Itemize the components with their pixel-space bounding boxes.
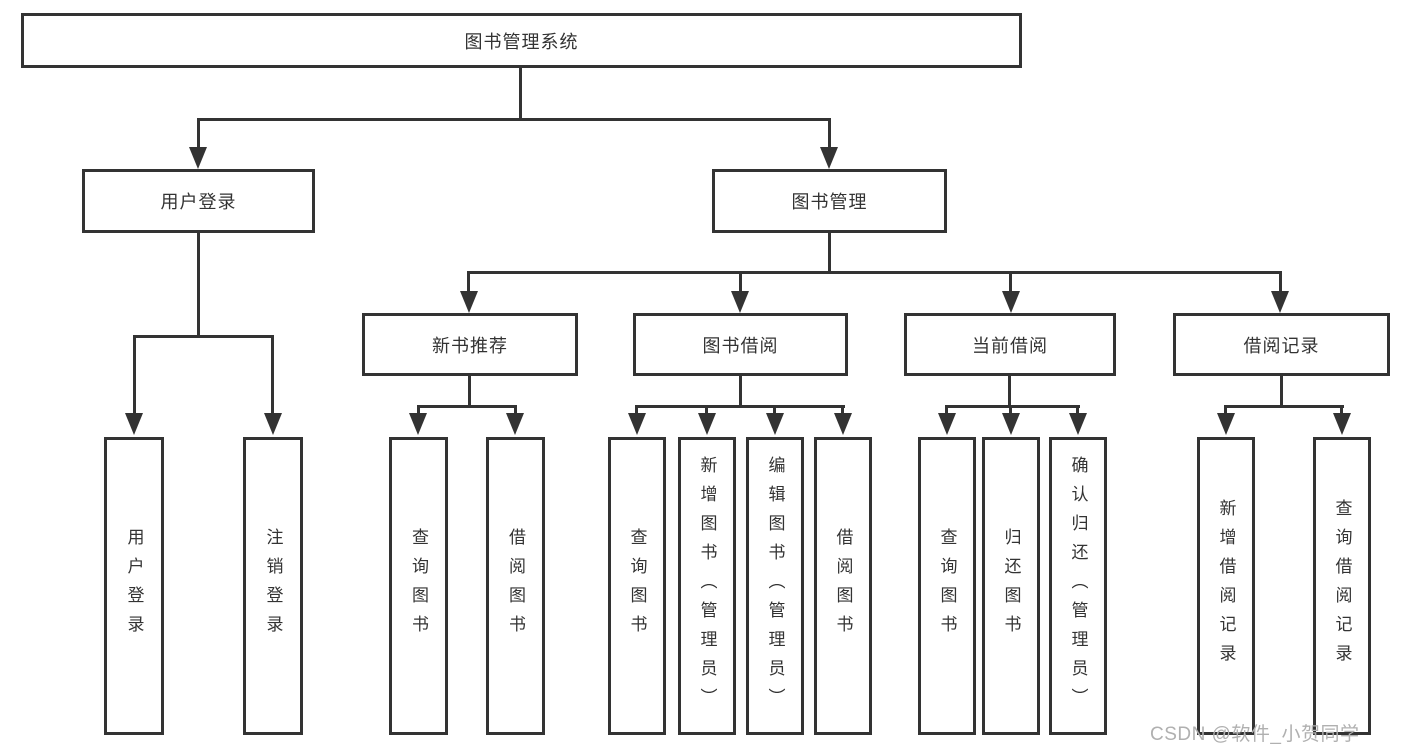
connector-current-borrow-stub [1008, 374, 1011, 407]
node-label: 查询图书 [409, 528, 428, 644]
connector-drop-book-borrow [739, 271, 742, 292]
arrowhead-down-icon [731, 291, 749, 313]
node-label: 借阅图书 [506, 528, 525, 644]
arrowhead-down-icon [125, 413, 143, 435]
connector-drop-new-books [467, 271, 470, 292]
node-borrow-records: 借阅记录 [1173, 313, 1390, 376]
node-book-management: 图书管理 [712, 169, 947, 233]
connector-drop-leaf [417, 405, 420, 415]
node-leaf-add-borrow-record: 新增借阅记录 [1197, 437, 1255, 735]
connector-drop-leaf [1340, 405, 1343, 415]
node-leaf-borrow-books-recommend: 借阅图书 [486, 437, 545, 735]
node-label: 新增借阅记录 [1216, 499, 1236, 673]
arrowhead-down-icon [938, 413, 956, 435]
connector-drop-leaf [271, 335, 274, 415]
connector-drop-borrow-records [1279, 271, 1282, 292]
node-label: 查询图书 [937, 528, 957, 644]
node-label: 用户登录 [160, 192, 237, 212]
connector-book-borrow-splitter [635, 405, 845, 408]
node-leaf-query-books-borrow: 查询图书 [608, 437, 666, 735]
connector-drop-book-management [828, 118, 831, 149]
connector-borrow-records-splitter [1224, 405, 1344, 408]
node-label: 编辑图书（管理员） [765, 455, 785, 717]
node-leaf-user-login: 用户登录 [104, 437, 164, 735]
node-label: 确认归还（管理员） [1068, 455, 1088, 717]
connector-drop-leaf [705, 405, 708, 415]
node-leaf-borrow-books: 借阅图书 [814, 437, 872, 735]
connector-drop-leaf [1224, 405, 1227, 415]
arrowhead-down-icon [628, 413, 646, 435]
node-label: 图书借阅 [702, 335, 779, 356]
connector-drop-leaf [1076, 405, 1079, 415]
node-label: 借阅记录 [1243, 335, 1320, 356]
connector-drop-leaf [945, 405, 948, 415]
connector-drop-leaf [514, 405, 517, 415]
connector-borrow-records-stub [1280, 374, 1283, 407]
node-book-borrow: 图书借阅 [633, 313, 848, 376]
arrowhead-down-icon [460, 291, 478, 313]
connector-drop-leaf [133, 335, 136, 415]
connector-drop-leaf [773, 405, 776, 415]
node-label: 新书推荐 [432, 335, 508, 356]
node-label: 查询图书 [627, 528, 647, 644]
arrowhead-down-icon [189, 147, 207, 169]
connector-book-borrow-stub [739, 374, 742, 407]
connector-new-books-stub [468, 374, 471, 407]
arrowhead-down-icon [820, 147, 838, 169]
connector-drop-user-login [197, 118, 200, 149]
node-label: 图书管理 [791, 192, 868, 212]
node-label: 图书管理系统 [464, 31, 579, 52]
node-leaf-query-books-current: 查询图书 [918, 437, 976, 735]
arrowhead-down-icon [506, 413, 524, 435]
arrowhead-down-icon [698, 413, 716, 435]
node-user-login: 用户登录 [82, 169, 315, 233]
node-label: 当前借阅 [972, 335, 1048, 356]
arrowhead-down-icon [409, 413, 427, 435]
arrowhead-down-icon [834, 413, 852, 435]
node-leaf-query-books-recommend: 查询图书 [389, 437, 448, 735]
connector-root-stub [519, 66, 522, 119]
connector-drop-leaf [635, 405, 638, 415]
arrowhead-down-icon [1069, 413, 1087, 435]
connector-drop-leaf [1009, 405, 1012, 415]
node-label: 查询借阅记录 [1332, 499, 1352, 673]
node-library-management-system: 图书管理系统 [21, 13, 1022, 68]
connector-root-splitter [197, 118, 831, 121]
node-leaf-logout: 注销登录 [243, 437, 303, 735]
connector-user-login-splitter [133, 335, 274, 338]
connector-drop-current-borrow [1009, 271, 1012, 292]
node-label: 归还图书 [1001, 528, 1021, 644]
node-leaf-return-books: 归还图书 [982, 437, 1040, 735]
node-leaf-add-books-admin: 新增图书（管理员） [678, 437, 736, 735]
connector-book-mgmt-splitter [467, 271, 1282, 274]
csdn-watermark: CSDN @软件_小贺同学 [1150, 724, 1360, 745]
arrowhead-down-icon [766, 413, 784, 435]
node-label: 注销登录 [263, 528, 283, 644]
node-new-book-recommend: 新书推荐 [362, 313, 578, 376]
arrowhead-down-icon [1271, 291, 1289, 313]
node-leaf-confirm-return-admin: 确认归还（管理员） [1049, 437, 1107, 735]
arrowhead-down-icon [1002, 413, 1020, 435]
connector-current-borrow-splitter [945, 405, 1080, 408]
node-label: 用户登录 [124, 528, 144, 644]
node-label: 新增图书（管理员） [697, 455, 717, 717]
node-leaf-query-borrow-record: 查询借阅记录 [1313, 437, 1371, 735]
arrowhead-down-icon [1333, 413, 1351, 435]
connector-drop-leaf [841, 405, 844, 415]
node-leaf-edit-books-admin: 编辑图书（管理员） [746, 437, 804, 735]
node-current-borrow: 当前借阅 [904, 313, 1116, 376]
connector-new-books-splitter [417, 405, 517, 408]
arrowhead-down-icon [264, 413, 282, 435]
arrowhead-down-icon [1002, 291, 1020, 313]
node-label: 借阅图书 [833, 528, 853, 644]
connector-user-login-stub [197, 232, 200, 337]
connector-book-mgmt-stub [828, 232, 831, 273]
arrowhead-down-icon [1217, 413, 1235, 435]
